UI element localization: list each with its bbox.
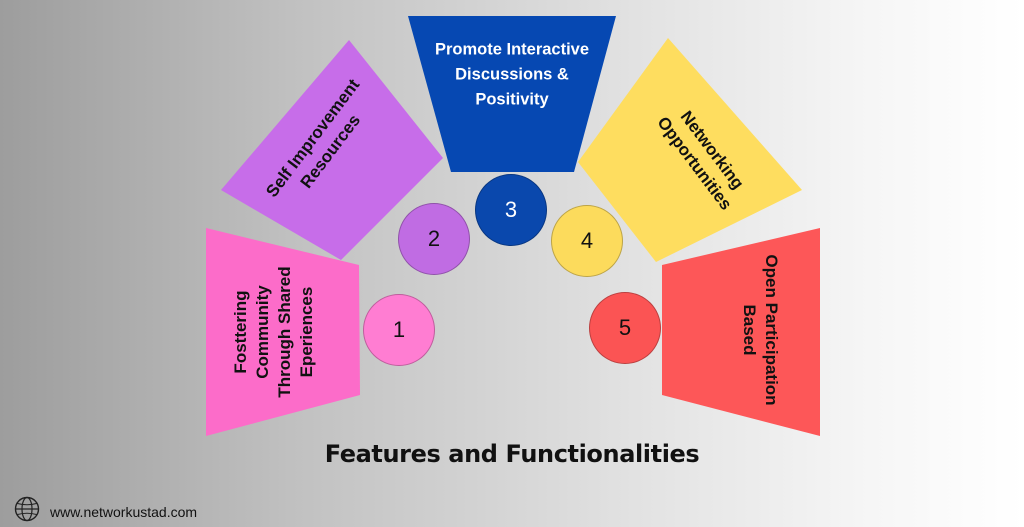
- feature-label-5: Open Participation Based: [740, 254, 781, 406]
- feature-shape-4: [578, 38, 802, 262]
- diagram-title: Features and Functionalities: [324, 440, 700, 468]
- feature-shape-2: [221, 40, 443, 260]
- feature-number-3: 3: [475, 174, 547, 246]
- globe-icon: [14, 496, 40, 527]
- feature-shape-5: [662, 228, 820, 436]
- footer-url[interactable]: www.networkustad.com: [50, 503, 198, 520]
- footer: www.networkustad.com: [14, 496, 197, 527]
- feature-number-2: 2: [398, 203, 470, 275]
- feature-label-1: Fosttering Community Through Shared Eper…: [231, 266, 316, 398]
- feature-number-1: 1: [363, 294, 435, 366]
- feature-shape-3: [408, 16, 616, 172]
- feature-number-4: 4: [551, 205, 623, 277]
- feature-number-5: 5: [589, 292, 661, 364]
- feature-shape-1: [206, 228, 360, 436]
- feature-label-3: Promote Interactive Discussions & Positi…: [434, 40, 590, 109]
